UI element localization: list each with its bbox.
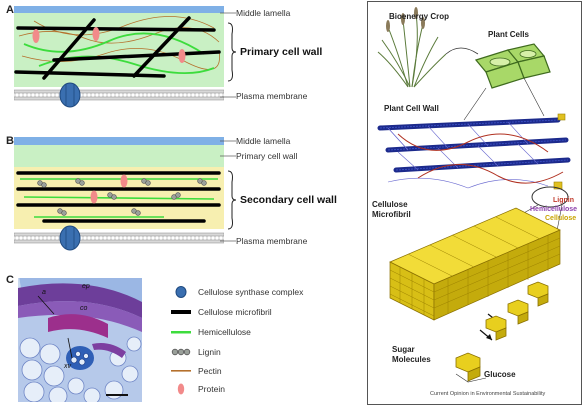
- b-middle-lamella-label: Middle lamella: [236, 136, 290, 146]
- legend-label: Cellulose microfibril: [198, 307, 272, 317]
- glucose-label: Glucose: [484, 370, 516, 379]
- b-plasma-membrane-label: Plasma membrane: [236, 236, 307, 246]
- hemicellulose-label: Hemicellulose: [530, 206, 577, 213]
- panel-a-letter: A: [6, 4, 14, 16]
- micrograph-label-co: co: [80, 305, 87, 312]
- plant-cell-wall-label: Plant Cell Wall: [384, 104, 439, 113]
- pectin-icon: [170, 365, 192, 377]
- legend-label: Protein: [198, 384, 225, 394]
- micrograph-label-ep: ep: [82, 283, 90, 290]
- cellulose-microfibril-label-line2: Microfibril: [372, 210, 411, 219]
- panel-b-letter: B: [6, 135, 14, 147]
- micrograph-label-xv: xv: [64, 363, 71, 370]
- legend-item-pectin: Pectin: [170, 363, 222, 378]
- legend-label: Cellulose synthase complex: [198, 287, 303, 297]
- a-leader-lines: [220, 10, 238, 100]
- a-plasma-membrane-label: Plasma membrane: [236, 91, 307, 101]
- b-secondary-cell-wall-label: Secondary cell wall: [240, 194, 337, 206]
- microfibril-icon: [170, 306, 192, 318]
- legend-label: Hemicellulose: [198, 327, 251, 337]
- cellulose-label: Cellulose: [545, 215, 576, 222]
- micrograph-label-a: a: [42, 289, 46, 296]
- secondary-wall-brace: [226, 170, 238, 230]
- primary-wall-diagram: [14, 6, 224, 118]
- a-middle-lamella-label: Middle lamella: [236, 8, 290, 18]
- protein-icon: [170, 383, 192, 395]
- legend-item-csc: Cellulose synthase complex: [170, 284, 303, 299]
- csc-icon: [170, 286, 192, 298]
- sugar-molecules-label-line1: Sugar: [392, 345, 415, 354]
- b-primary-cell-wall-label: Primary cell wall: [236, 151, 297, 161]
- panel-c-letter: C: [6, 274, 14, 286]
- bioenergy-crop-label: Bioenergy Crop: [389, 12, 449, 21]
- secondary-wall-diagram: [14, 137, 224, 259]
- legend-item-microfibril: Cellulose microfibril: [170, 304, 272, 319]
- legend-label: Lignin: [198, 347, 221, 357]
- journal-credit: Current Opinion in Environmental Sustain…: [430, 391, 545, 397]
- cellulose-microfibril-label-line1: Cellulose: [372, 200, 408, 209]
- hemicellulose-icon: [170, 326, 192, 338]
- legend-label: Pectin: [198, 366, 222, 376]
- legend-item-hemicellulose: Hemicellulose: [170, 324, 251, 339]
- legend-item-lignin: Lignin: [170, 344, 221, 359]
- sugar-molecules-label-line2: Molecules: [392, 355, 431, 364]
- lignin-icon: [170, 346, 192, 358]
- legend-item-protein: Protein: [170, 381, 225, 396]
- a-primary-cell-wall-label: Primary cell wall: [240, 46, 322, 58]
- stem-cross-section-micrograph: [18, 278, 142, 402]
- plant-cells-label: Plant Cells: [488, 30, 529, 39]
- lignin-label: Lignin: [553, 197, 574, 204]
